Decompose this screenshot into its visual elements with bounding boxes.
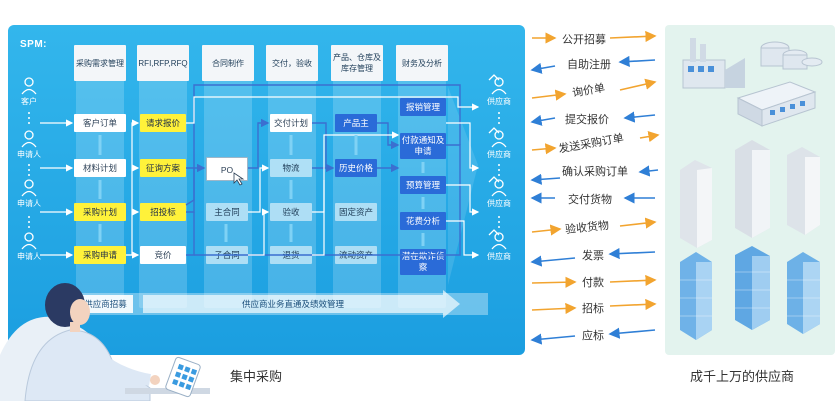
node-acceptance: 验收	[270, 203, 312, 221]
node-bidding: 招投标	[140, 203, 186, 221]
supplier-recruitment: 供应商招募	[78, 295, 133, 313]
spm-panel: SPM: 采购需求管理 RFI,RFP,RFQ 合同制作 交付，验收 产品、仓库…	[8, 25, 525, 355]
node-master-contract: 主合同	[206, 203, 248, 221]
flow-label-tender: 招标	[582, 303, 604, 315]
factory-icon	[682, 38, 745, 89]
node-spend-analysis: 花费分析	[400, 212, 446, 230]
node-reimbursement: 报销管理	[400, 98, 446, 116]
role-label-applicant: 申请人	[17, 150, 41, 159]
node-payment-notice: 付款通知及申请	[400, 133, 446, 159]
role-label-supplier: 供应商	[487, 199, 511, 208]
tank-icon	[760, 41, 823, 70]
flow-label-public-recruit: 公开招募	[562, 34, 606, 46]
node-po: PO	[206, 157, 248, 181]
flow-label-confirm-po: 确认采购订单	[562, 166, 628, 178]
flow-label-deliver-goods: 交付货物	[568, 194, 612, 206]
node-purchase-plan: 采购计划	[74, 203, 126, 221]
node-delivery-plan: 交付计划	[270, 114, 312, 132]
column-header-rfx: RFI,RFP,RFQ	[137, 45, 189, 81]
cursor-icon	[233, 172, 245, 186]
node-budget: 预算管理	[400, 176, 446, 194]
node-fixed-assets: 固定资产	[335, 203, 377, 221]
column-bg	[333, 53, 381, 308]
node-fraud-detection: 潜在欺诈侦察	[400, 249, 446, 275]
role-label-applicant: 申请人	[17, 199, 41, 208]
flow-label-invoice: 发票	[582, 250, 604, 262]
flow-label-submit-quote: 提交报价	[565, 114, 609, 126]
node-solicit-proposal: 征询方案	[140, 159, 186, 177]
warehouse-icon	[736, 81, 817, 127]
node-request-quote: 请求报价	[140, 114, 186, 132]
supplier-icon	[488, 74, 507, 250]
caption-centralized-procurement: 集中采购	[230, 369, 283, 384]
caption-suppliers: 成千上万的供应商	[690, 369, 795, 384]
node-logistics: 物流	[270, 159, 312, 177]
flow-label-bid: 应标	[582, 330, 604, 342]
node-price-history: 历史价格	[335, 159, 377, 177]
flow-label-payment: 付款	[582, 277, 604, 289]
column-header-delivery: 交付，验收	[266, 45, 318, 81]
flow-lines	[21, 74, 507, 318]
node-customer-order: 客户订单	[74, 114, 126, 132]
column-bg	[139, 53, 187, 308]
person-icon	[21, 77, 37, 250]
node-auction: 竞价	[140, 246, 186, 264]
role-label-customer: 客户	[21, 97, 37, 106]
column-header-inventory: 产品、仓库及库存管理	[331, 45, 383, 81]
column-header-procurement-demand: 采购需求管理	[74, 45, 126, 81]
role-label-supplier: 供应商	[487, 150, 511, 159]
flow-label-self-register: 自助注册	[567, 59, 611, 71]
node-product-master: 产品主	[335, 114, 377, 132]
column-header-finance: 财务及分析	[396, 45, 448, 81]
role-label-supplier: 供应商	[487, 252, 511, 261]
column-header-contract: 合同制作	[202, 45, 254, 81]
supplier-performance: 供应商业务直通及绩效管理	[143, 295, 443, 313]
office-tower-icon	[680, 140, 820, 248]
node-material-plan: 材料计划	[74, 159, 126, 177]
role-label-applicant: 申请人	[17, 252, 41, 261]
spm-title: SPM:	[20, 39, 47, 50]
node-purchase-request: 采购申请	[74, 246, 126, 264]
role-label-supplier: 供应商	[487, 97, 511, 106]
